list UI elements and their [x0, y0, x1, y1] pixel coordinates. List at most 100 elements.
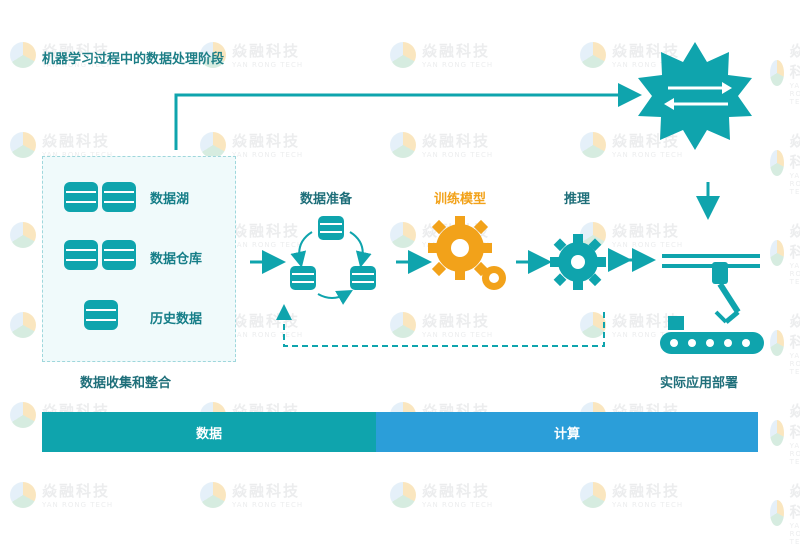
watermark-sub: YAN RONG TECH [42, 501, 114, 509]
watermark-sub: YAN RONG TECH [612, 501, 684, 509]
feedback-arrow-top [174, 83, 642, 150]
cycle-arrows-icon [290, 231, 372, 305]
watermark-logo-icon [770, 150, 784, 176]
collection-item-label: 历史数据 [150, 312, 203, 327]
gear-icon-training [428, 216, 506, 290]
watermark-logo-icon [390, 221, 416, 248]
database-icon-warehouse-1 [64, 240, 98, 270]
watermark-name: 焱融科技 [612, 312, 681, 330]
watermark-name: 焱融科技 [232, 222, 301, 240]
watermark-name: 焱融科技 [422, 312, 491, 330]
watermark-name: 焱融科技 [789, 132, 800, 171]
deploy-caption: 实际应用部署 [660, 376, 739, 391]
watermark-name: 焱融科技 [42, 42, 111, 60]
watermark-name: 焱融科技 [789, 312, 800, 351]
feedback-arrow-bottom [276, 304, 605, 347]
collection-item-label: 数据湖 [150, 192, 190, 207]
watermark-logo-icon [580, 41, 606, 68]
watermark-name: 焱融科技 [232, 42, 301, 60]
watermark-logo-icon [770, 330, 784, 356]
watermark-sub: YAN RONG TECH [422, 331, 494, 339]
watermark-logo-icon [10, 311, 36, 338]
watermark-name: 焱融科技 [42, 132, 111, 150]
stage-label-train: 训练模型 [434, 192, 487, 207]
robot-arm-icon [662, 254, 760, 324]
data-bar-label: 数据 [195, 426, 222, 442]
watermark-logo-icon [10, 221, 36, 248]
watermark-sub: YAN RONG TECH [232, 61, 304, 69]
watermark-logo-icon [770, 240, 784, 266]
watermark-sub: YAN RONG TECH [789, 442, 800, 466]
watermark-logo-icon [10, 131, 36, 158]
watermark-sub: YAN RONG TECH [612, 331, 684, 339]
watermark-logo-icon [10, 41, 36, 68]
compute-bar: 计算 [376, 412, 758, 452]
watermark-sub: YAN RONG TECH [42, 61, 114, 69]
watermark-sub: YAN RONG TECH [612, 241, 684, 249]
exchange-arrows-icon [664, 82, 732, 110]
watermark-logo-icon [580, 311, 606, 338]
stage-label-infer: 推理 [564, 192, 591, 207]
watermark-sub: YAN RONG TECH [232, 151, 304, 159]
database-icon-prep-top [318, 216, 344, 240]
watermark-sub: YAN RONG TECH [422, 61, 494, 69]
data-bar: 数据 [42, 412, 376, 452]
watermark-sub: YAN RONG TECH [789, 82, 800, 106]
database-icon-prep-left [290, 266, 316, 290]
watermark-logo-icon [770, 60, 784, 86]
stage-label-prepare: 数据准备 [300, 192, 353, 207]
watermark-name: 焱融科技 [789, 402, 800, 441]
compute-bar-label: 计算 [553, 426, 580, 442]
watermark-logo-icon [10, 401, 36, 428]
watermark-logo-icon [580, 131, 606, 158]
database-icon-prep-right [350, 266, 376, 290]
watermark-sub: YAN RONG TECH [422, 501, 494, 509]
collection-caption: 数据收集和整合 [80, 376, 172, 391]
watermark-logo-icon [390, 311, 416, 338]
conveyor-belt-icon [660, 316, 764, 354]
database-icon-lake-1 [64, 182, 98, 212]
database-icons [64, 182, 136, 330]
watermark-sub: YAN RONG TECH [422, 151, 494, 159]
diagram-canvas [64, 42, 764, 354]
collection-item-label: 数据仓库 [150, 252, 203, 267]
watermark-sub: YAN RONG TECH [232, 331, 304, 339]
watermark-logo-icon [770, 420, 784, 446]
watermark-sub: YAN RONG TECH [789, 172, 800, 196]
watermark-logo-icon [770, 500, 784, 526]
watermark-logo-icon [390, 41, 416, 68]
watermark-logo-icon [390, 131, 416, 158]
database-icon-lake-2 [102, 182, 136, 212]
gear-icon-inference [550, 234, 606, 290]
watermark-sub: YAN RONG TECH [232, 501, 304, 509]
watermark-sub: YAN RONG TECH [612, 151, 684, 159]
watermark-sub: YAN RONG TECH [232, 241, 304, 249]
watermark-name: 焱融科技 [232, 132, 301, 150]
watermark-sub: YAN RONG TECH [789, 522, 800, 546]
watermark-sub: YAN RONG TECH [42, 151, 114, 159]
watermark-logo-icon [200, 41, 226, 68]
watermark-logo-icon [200, 131, 226, 158]
database-icon-warehouse-2 [102, 240, 136, 270]
watermark-name: 焱融科技 [612, 222, 681, 240]
watermark-sub: YAN RONG TECH [789, 262, 800, 286]
database-icon-history [84, 300, 118, 330]
watermark-name: 焱融科技 [789, 42, 800, 81]
preparation-cycle [290, 216, 376, 305]
watermark-name: 焱融科技 [422, 132, 491, 150]
watermark-sub: YAN RONG TECH [789, 352, 800, 376]
diagram-title: 机器学习过程中的数据处理阶段 [42, 52, 225, 67]
watermark-name: 焱融科技 [789, 222, 800, 261]
